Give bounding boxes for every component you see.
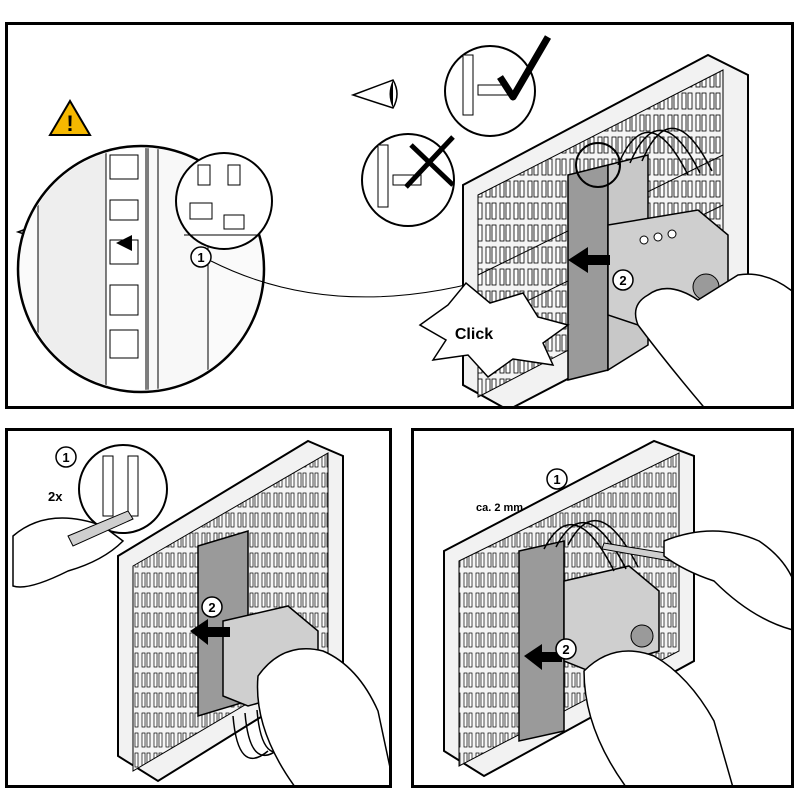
svg-text:1: 1 [62,450,69,465]
hand-icon [663,530,791,631]
step-2-marker: 2 [201,596,223,618]
step-1-marker: 1 [190,246,504,298]
magnifier-detail [78,444,168,534]
incorrect-detail [361,133,455,227]
check-icon [497,35,552,101]
eye-icon [350,79,398,109]
arrow-icon [190,619,230,645]
arrow-icon [116,235,132,251]
click-burst: Click [418,281,570,378]
step-2-marker: 2 [555,638,577,660]
panel-bottom-right-adjust: ca. 2 mm 1 2 [411,428,794,788]
bottom-right-illustration: ca. 2 mm 1 2 [443,439,791,785]
bottom-left-illustration: 1 2x 2 [12,439,389,785]
svg-text:1: 1 [197,250,204,265]
circuit-breaker-device [518,519,660,742]
magnifier-detail-inset [175,152,273,250]
hand-icon [583,650,734,785]
pliers-icon [67,510,134,547]
warning-symbol: ! [66,111,73,136]
correct-detail [444,35,552,137]
top-illustration: ! [15,35,791,406]
step-2-marker: 2 [612,269,634,291]
click-label: Click [455,326,493,343]
gap-label: ca. 2 mm [476,502,523,514]
panel-bottom-left-removal: 1 2x 2 [5,428,392,788]
warning-icon: ! [48,99,92,136]
svg-text:2: 2 [619,273,626,288]
step-1-marker: 1 [546,468,568,490]
hand-icon [634,273,791,406]
hand-icon [256,648,389,785]
cross-icon [404,135,455,189]
arrow-icon [568,247,610,273]
arrow-icon [524,644,562,670]
panel-top-mounting: ! [5,22,794,409]
svg-text:2: 2 [562,642,569,657]
svg-text:1: 1 [553,472,560,487]
svg-text:2: 2 [208,600,215,615]
step-1-marker: 1 [55,446,77,468]
count-label: 2x [48,489,63,504]
